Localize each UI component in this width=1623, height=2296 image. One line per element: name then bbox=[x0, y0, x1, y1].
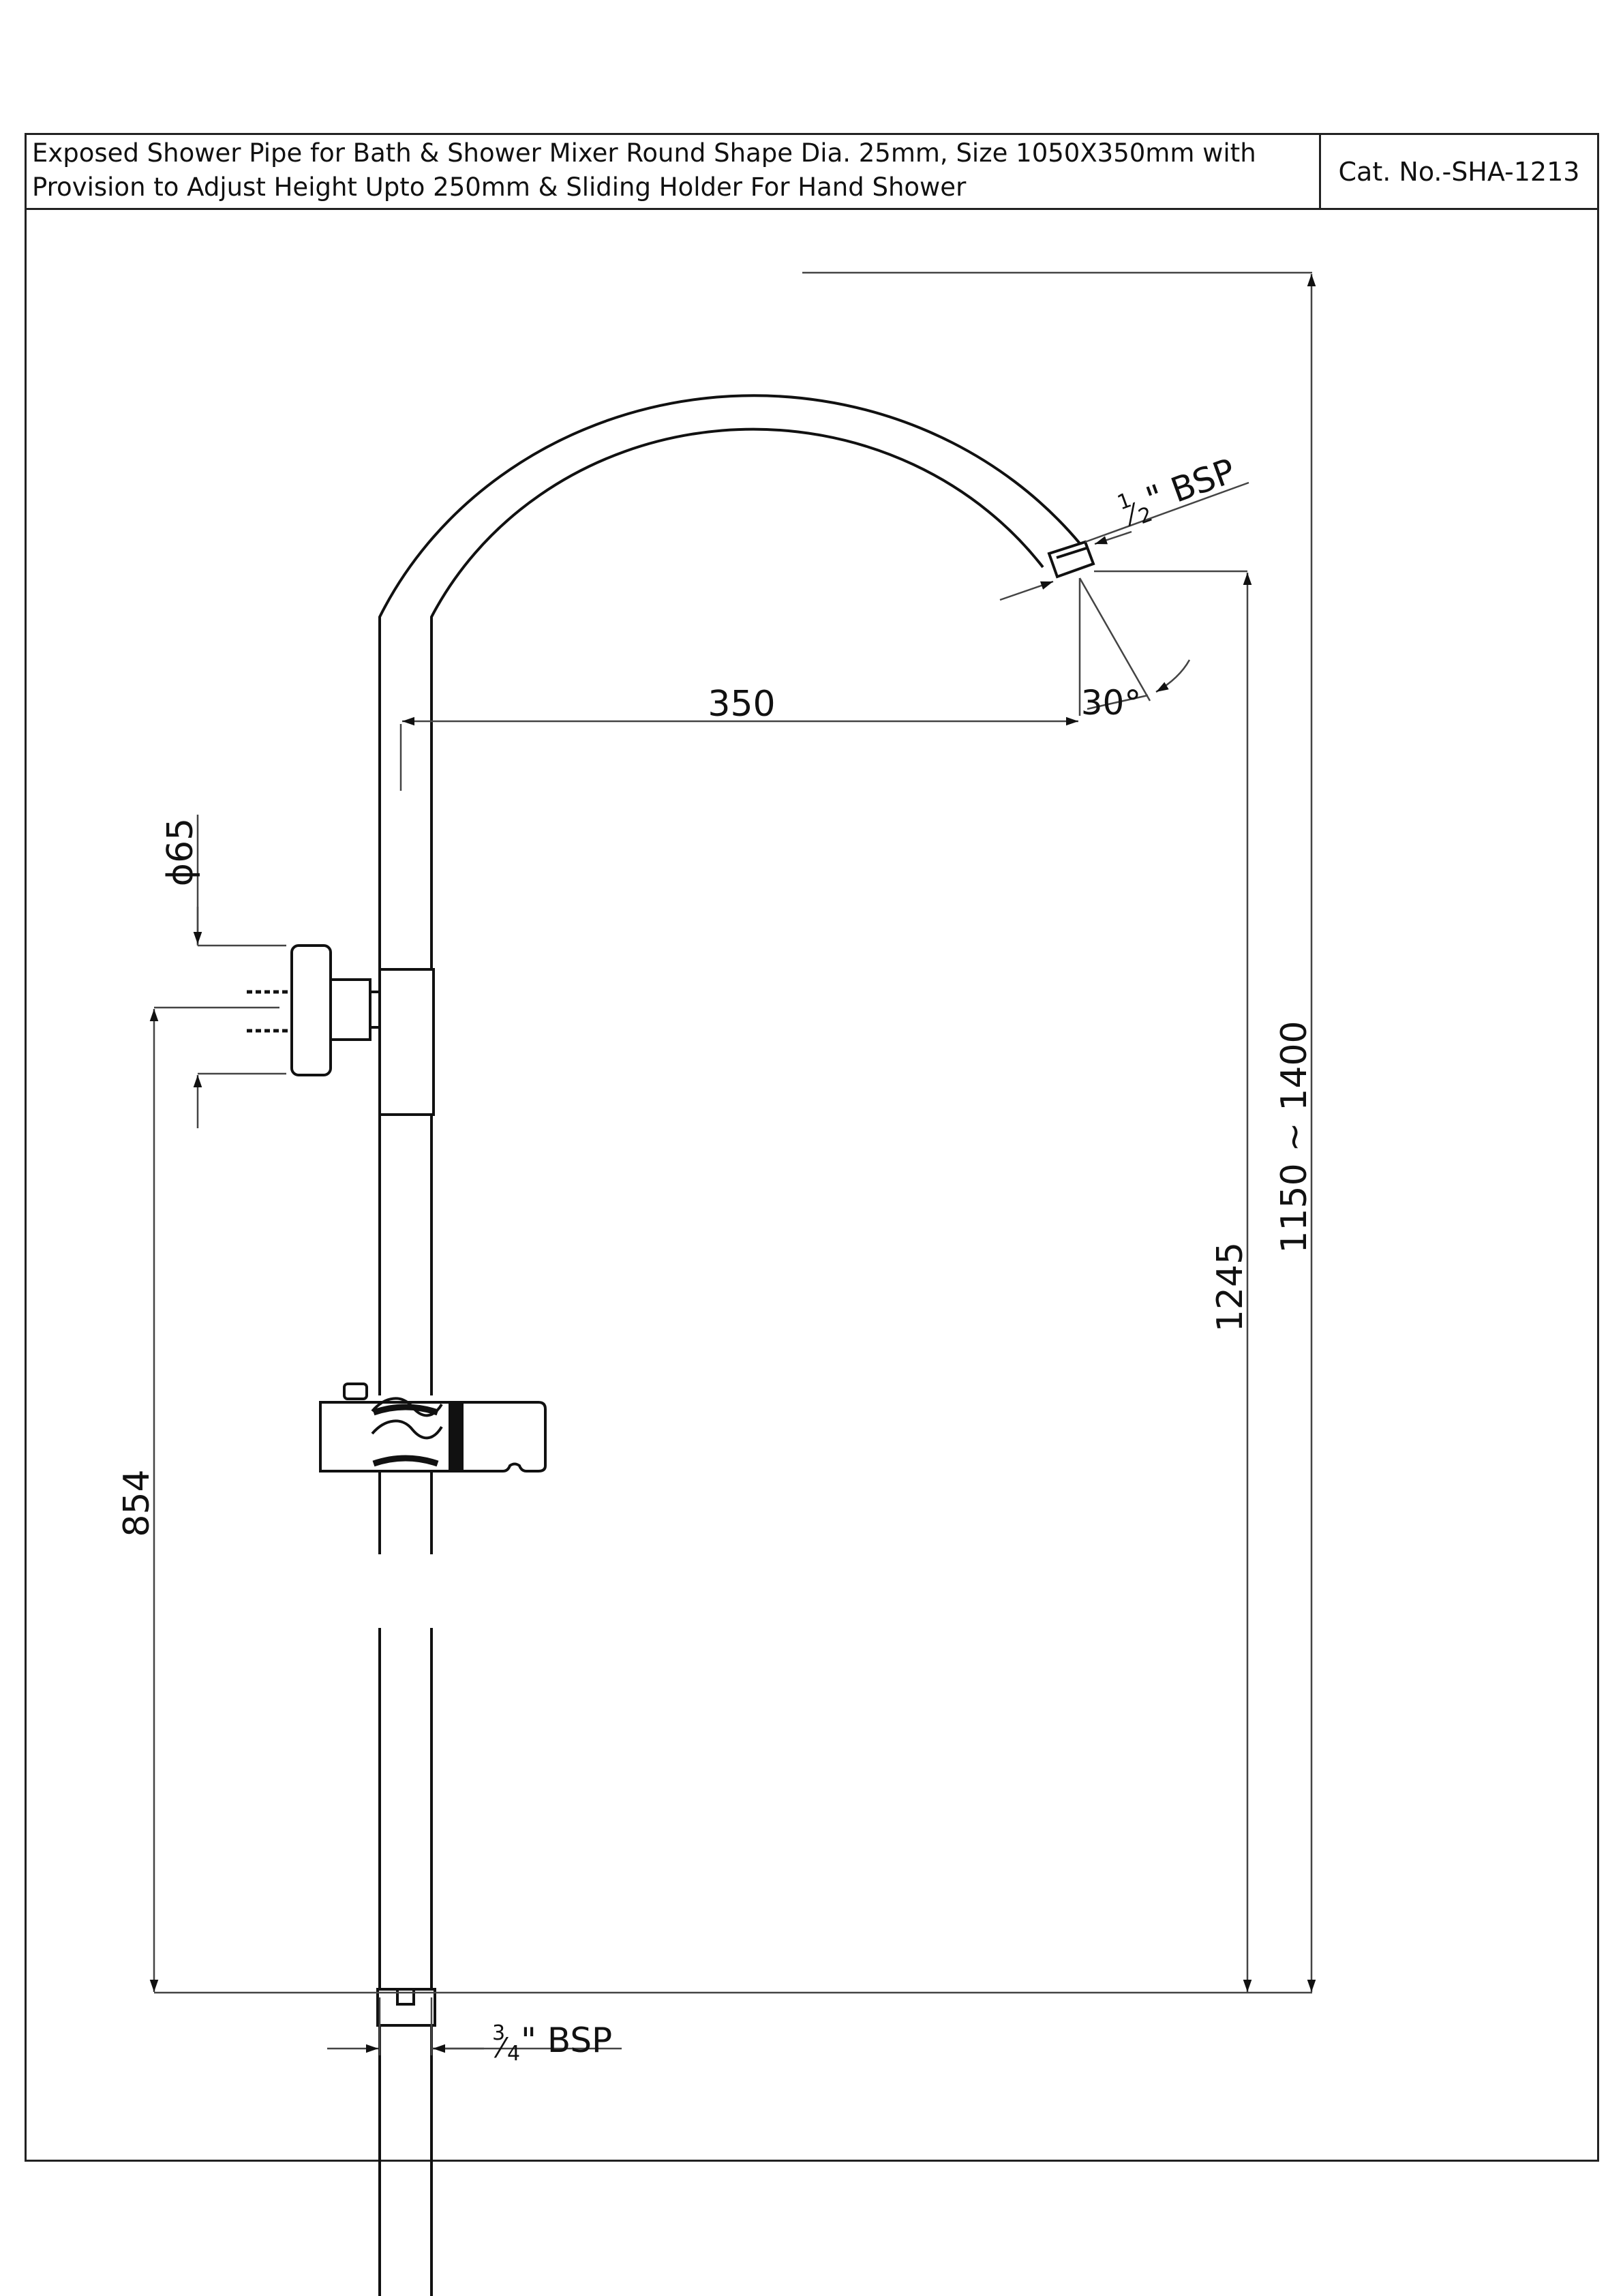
outlet-thread-suffix: " BSP bbox=[1141, 451, 1241, 519]
pipe-outer-contour bbox=[378, 394, 1081, 977]
wall-flange bbox=[290, 944, 332, 1076]
label-inlet-thread: 3 ⁄ 4 " BSP bbox=[492, 2021, 612, 2066]
wall-bracket bbox=[247, 944, 435, 1116]
catalog-number: Cat. No.-SHA-1213 bbox=[1338, 156, 1580, 187]
inlet-connector bbox=[376, 1988, 436, 2027]
shower-pipe bbox=[378, 394, 1081, 977]
title-description: Exposed Shower Pipe for Bath & Shower Mi… bbox=[27, 135, 1321, 208]
label-outlet-thread: 1 ⁄ 2 " BSP bbox=[1114, 451, 1241, 533]
holder-button bbox=[343, 1383, 368, 1400]
dim-outlet-thread-arrow bbox=[999, 580, 1054, 601]
label-reach: 350 bbox=[708, 684, 775, 725]
bracket-arm bbox=[329, 978, 371, 1041]
extension-lines bbox=[154, 271, 1312, 2055]
holder-grip-top bbox=[372, 1404, 439, 1416]
drawing-sheet-border: Exposed Shower Pipe for Bath & Shower Mi… bbox=[25, 133, 1599, 2162]
inlet-thread-numerator: 3 bbox=[492, 2021, 505, 2045]
dim-angle-arc bbox=[1087, 694, 1149, 710]
label-bracket-height: 854 bbox=[117, 1469, 157, 1537]
title-description-line-2: Provision to Adjust Height Upto 250mm & … bbox=[32, 172, 967, 202]
pipe-inner-contour bbox=[430, 427, 1044, 977]
dimension-labels: 350 30° ϕ65 854 1245 1150 ~ 1400 1 ⁄ 2 "… bbox=[117, 451, 1315, 2066]
sliding-holder bbox=[319, 1383, 547, 1472]
holder-clip bbox=[449, 1401, 464, 1472]
dimension-arrows bbox=[149, 274, 1316, 2053]
label-outlet-angle: 30° bbox=[1081, 683, 1142, 723]
dim-angle-arc-right bbox=[1155, 659, 1191, 693]
label-overall-height: 1150 ~ 1400 bbox=[1274, 1021, 1315, 1253]
inlet-thread-suffix: " BSP bbox=[521, 2021, 612, 2060]
inlet-thread-denominator: 4 bbox=[507, 2042, 520, 2066]
lower-rod bbox=[378, 1115, 433, 2296]
break-symbol bbox=[371, 1397, 443, 1440]
holder-grip-bottom bbox=[372, 1455, 439, 1467]
adjustment-sleeve bbox=[378, 968, 435, 1116]
title-block: Exposed Shower Pipe for Bath & Shower Mi… bbox=[27, 135, 1597, 210]
label-outlet-height: 1245 bbox=[1210, 1242, 1251, 1332]
outlet-nozzle bbox=[1047, 540, 1095, 579]
title-description-line-1: Exposed Shower Pipe for Bath & Shower Mi… bbox=[32, 138, 1256, 168]
label-flange-diameter: ϕ65 bbox=[160, 818, 201, 886]
dim-outlet-thread-arrow-2 bbox=[1094, 530, 1132, 545]
